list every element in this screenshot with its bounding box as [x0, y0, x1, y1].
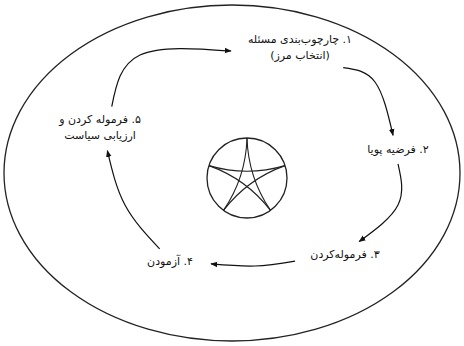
star-figure [209, 138, 285, 210]
step-label: ۵. فرموله کردن و ارزیابی سیاست [47, 112, 153, 144]
cycle-arrow [343, 68, 393, 136]
step-label: ۱. چارچوب‌بندی مسئله (انتخاب مرز) [239, 32, 361, 64]
step-label: ۲. فرضیه پویا [359, 142, 437, 158]
star-curve [209, 166, 285, 172]
cycle-arrow [112, 49, 231, 107]
star-curve [223, 138, 247, 210]
cycle-step: ۱. چارچوب‌بندی مسئله (انتخاب مرز) [236, 30, 364, 66]
step-label: ۴. آزمودن [137, 254, 203, 270]
star-curve [209, 166, 271, 211]
outer-ellipse [4, 5, 460, 341]
cycle-arrow [107, 151, 159, 249]
cycle-arrow [211, 261, 295, 266]
cycle-arrow [359, 164, 402, 242]
star-curve [223, 166, 285, 211]
cycle-step: ۳. فرموله‌کردن [299, 245, 391, 265]
cycle-step: ۲. فرضیه پویا [356, 140, 440, 160]
cycle-step: ۵. فرموله کردن و ارزیابی سیاست [44, 110, 156, 146]
cycle-step: ۴. آزمودن [134, 252, 206, 272]
inner-circle [207, 138, 287, 218]
step-label: ۳. فرموله‌کردن [302, 247, 388, 263]
